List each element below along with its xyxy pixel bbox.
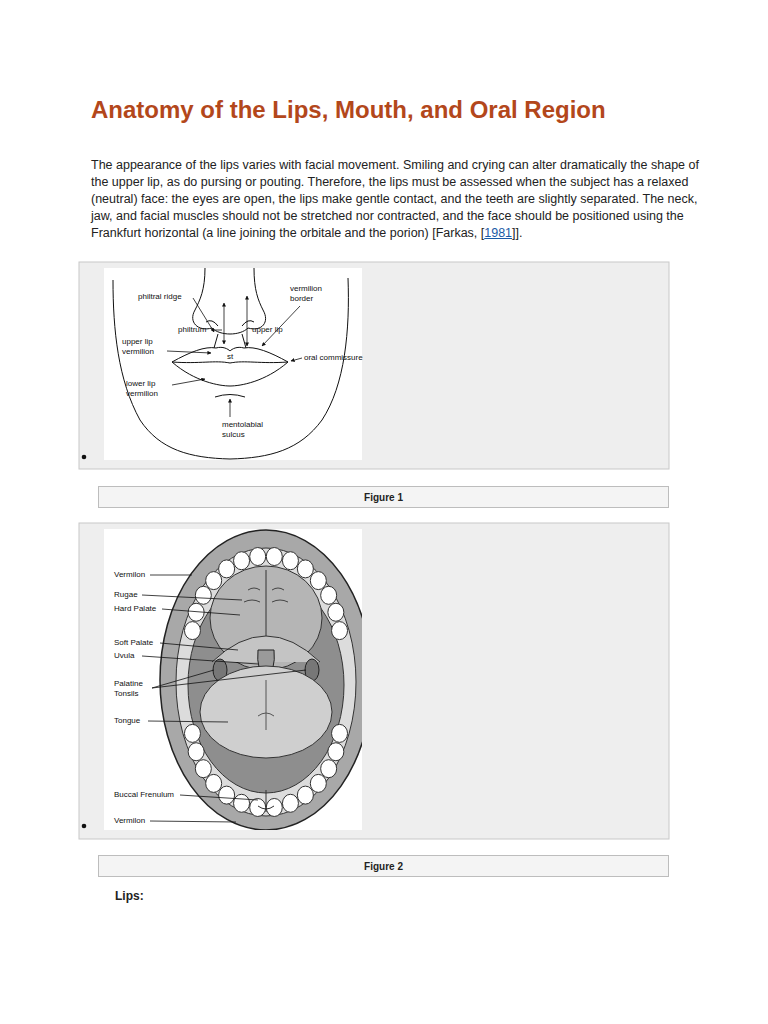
citation-link: 1981 xyxy=(484,226,512,240)
part-label: philtrum xyxy=(178,325,206,335)
figure-panel xyxy=(79,262,669,469)
figure-panel xyxy=(79,523,669,839)
leader-line xyxy=(230,399,231,417)
part-label: Hard Palate xyxy=(114,604,156,614)
dimension-arrow xyxy=(247,296,248,346)
part-label: Vermilon xyxy=(114,570,145,580)
dimension-arrow xyxy=(224,303,225,344)
tooth xyxy=(321,586,337,604)
part-label: Palatine Tonsils xyxy=(114,679,154,699)
face-drawing xyxy=(113,268,348,459)
bullet-dot xyxy=(82,455,87,460)
leader-line xyxy=(152,670,214,688)
page-title: Anatomy of the Lips, Mouth, and Oral Reg… xyxy=(91,96,611,124)
tooth xyxy=(310,774,326,792)
tooth xyxy=(195,760,211,778)
philtral-ridge xyxy=(214,334,218,348)
bullet-dot xyxy=(82,824,87,829)
tooth xyxy=(310,572,326,590)
mentolabial-fold xyxy=(215,395,245,398)
tooth xyxy=(332,622,348,640)
leader-lines xyxy=(142,575,306,822)
tooth xyxy=(206,572,222,590)
leader-line xyxy=(212,330,222,331)
leader-line xyxy=(291,358,302,361)
tooth xyxy=(234,794,250,812)
tooth xyxy=(219,786,235,804)
part-label: Soft Palate xyxy=(114,638,153,648)
figure-image xyxy=(104,529,362,830)
frenulum xyxy=(258,790,274,812)
rugae xyxy=(244,588,288,602)
tooth xyxy=(195,586,211,604)
tooth xyxy=(266,548,282,566)
part-label: mentolabial sulcus xyxy=(222,420,274,440)
tooth xyxy=(250,798,266,816)
face-outline xyxy=(113,280,230,459)
tongue-groove xyxy=(258,680,274,730)
figure-caption-bar: Figure 1 xyxy=(98,486,669,508)
tooth xyxy=(282,552,298,570)
part-label: lower lip vermilion xyxy=(126,379,172,399)
body-text: ]]. xyxy=(512,226,522,240)
body-text: The appearance of the lips varies with f… xyxy=(91,158,699,240)
tooth xyxy=(206,774,222,792)
figure-caption: Figure 1 xyxy=(364,492,403,503)
section-heading: Lips: xyxy=(115,889,144,903)
tooth xyxy=(297,560,313,578)
tooth xyxy=(332,724,348,742)
figure-caption: Figure 2 xyxy=(364,861,403,872)
tooth xyxy=(250,548,266,566)
nose xyxy=(193,268,266,334)
tooth xyxy=(321,760,337,778)
tooth xyxy=(188,743,204,761)
philtral-ridge xyxy=(242,334,246,348)
tooth xyxy=(184,622,200,640)
leader-lines xyxy=(167,296,302,417)
part-label: st xyxy=(226,352,234,362)
part-label: Tongue xyxy=(114,716,140,726)
tooth xyxy=(234,552,250,570)
palatal-raphe xyxy=(266,570,267,640)
leader-line xyxy=(152,670,306,688)
lower-lip xyxy=(172,362,288,386)
leader-line xyxy=(180,795,258,800)
leader-line xyxy=(167,351,211,353)
lip-line xyxy=(172,362,288,363)
tooth xyxy=(282,794,298,812)
part-label: philtral ridge xyxy=(138,292,182,302)
face-outline xyxy=(230,278,348,459)
part-label: upper lip vermilion xyxy=(122,337,166,357)
figure-caption-bar: Figure 2 xyxy=(98,855,669,877)
leader-line xyxy=(150,575,192,576)
tooth xyxy=(184,724,200,742)
body-paragraph: The appearance of the lips varies with f… xyxy=(91,157,709,242)
part-label: Vermilon xyxy=(114,816,145,826)
teeth xyxy=(184,548,347,817)
tooth xyxy=(297,786,313,804)
tooth xyxy=(328,743,344,761)
part-label: upper lip xyxy=(252,325,283,335)
leader-line xyxy=(150,821,236,822)
leader-line xyxy=(142,656,258,664)
leader-line xyxy=(160,643,238,650)
figure-image xyxy=(104,268,362,460)
upper-lip xyxy=(172,347,288,362)
tooth xyxy=(328,603,344,621)
leader-line xyxy=(162,609,240,615)
leader-line xyxy=(172,379,205,385)
leader-line xyxy=(142,595,242,600)
part-label: vermilion border xyxy=(290,284,330,304)
part-label: Uvula xyxy=(114,651,134,661)
part-label: Rugae xyxy=(114,590,138,600)
leader-line xyxy=(148,721,228,722)
tooth xyxy=(266,798,282,816)
part-label: oral commissure xyxy=(304,353,363,363)
tooth xyxy=(219,560,235,578)
part-label: Buccal Frenulum xyxy=(114,790,174,800)
